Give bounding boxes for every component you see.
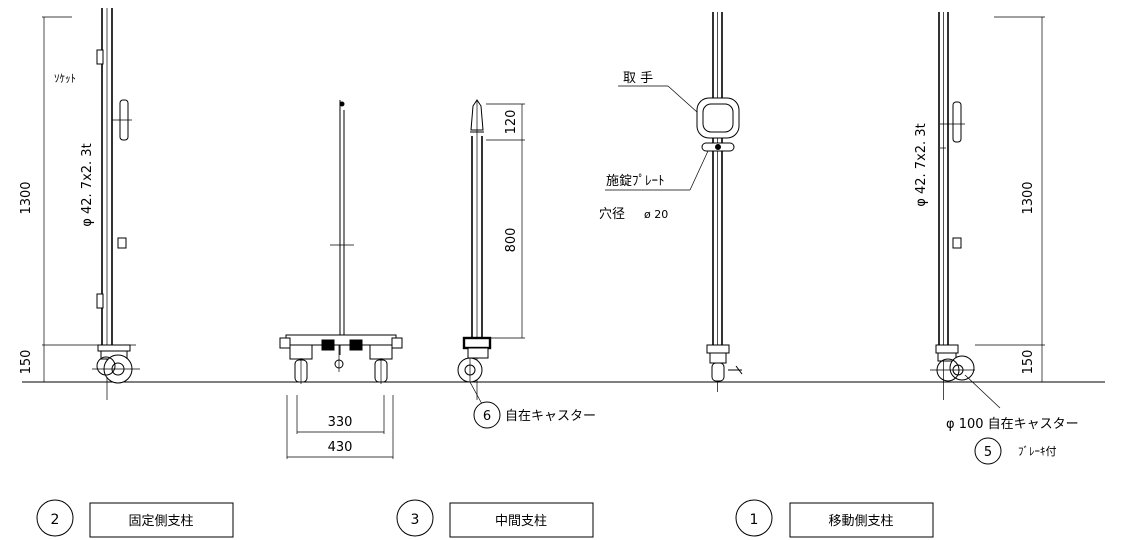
title-movable-post: 1 移動側支柱 — [735, 499, 934, 538]
right-pipe-spec-label: φ 42. 7x2. 3t — [914, 123, 929, 206]
right-total-height-label: 1300 — [1021, 181, 1036, 214]
hole-diameter-label: 穴径 — [599, 207, 625, 222]
brake-caster-dim-label: φ 100 自在キャスター — [946, 417, 1079, 432]
title-number: 3 — [411, 512, 420, 528]
fixed-post-drawing — [42, 8, 140, 400]
handle-label: 取 手 — [623, 71, 653, 86]
brake-caster-callout-circle — [974, 437, 1002, 465]
caster-callout-circle — [473, 401, 501, 429]
middle-post-side-drawing — [457, 99, 525, 400]
left-pipe-spec-label: φ 42. 7x2. 3t — [80, 143, 95, 226]
title-fixed-post: 2 固定側支柱 — [36, 499, 234, 538]
inner-width-label: 330 — [328, 415, 353, 430]
outer-width-label: 430 — [328, 440, 353, 455]
caster-callout-number: 6 — [483, 409, 491, 424]
title-text: 移動側支柱 — [828, 514, 893, 529]
left-total-height-label: 1300 — [19, 181, 34, 214]
title-text: 固定側支柱 — [128, 514, 193, 529]
caster-label: 自在キャスター — [505, 409, 596, 424]
brake-caster-label: ﾌﾞﾚｰｷ付 — [1018, 445, 1057, 458]
title-middle-post: 3 中間支柱 — [396, 499, 594, 538]
left-base-height-label: 150 — [19, 350, 34, 375]
movable-post-front-drawing — [696, 12, 743, 392]
right-base-height-label: 150 — [1021, 350, 1036, 375]
socket-label: ｿｹｯﾄ — [54, 72, 76, 85]
right-post-drawing — [930, 12, 1045, 400]
lock-plate-label: 施錠ﾌﾟﾚｰﾄ — [606, 174, 665, 189]
middle-pipe-dim-label: 800 — [504, 228, 519, 253]
middle-post-front-drawing — [279, 100, 403, 459]
hole-size-label: ø 20 — [644, 208, 668, 221]
brake-caster-callout-number: 5 — [984, 445, 992, 460]
title-text: 中間支柱 — [495, 514, 547, 529]
title-number: 2 — [51, 512, 60, 528]
title-number: 1 — [750, 512, 759, 528]
middle-top-dim-label: 120 — [504, 110, 519, 135]
